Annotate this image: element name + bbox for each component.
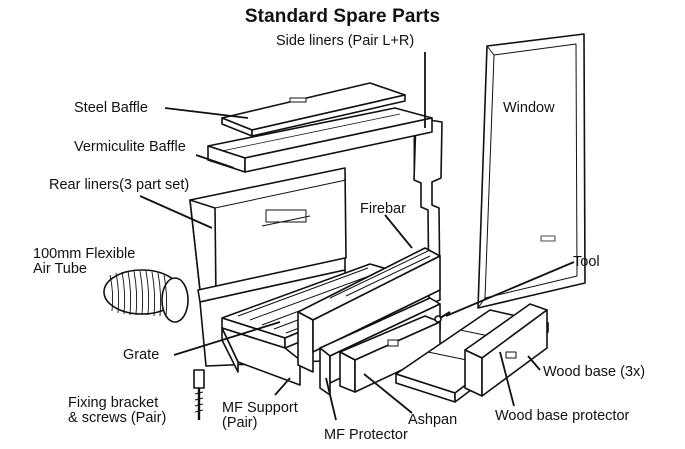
window-part (477, 33, 586, 309)
leader-wood-base (527, 355, 541, 371)
leader-ashpan (363, 373, 413, 414)
wood-base-protector-part (464, 303, 548, 397)
air-tube-part (103, 269, 189, 323)
label-rear-liners: Rear liners(3 part set) (49, 177, 190, 193)
leader-wood-base-protector (499, 351, 515, 407)
label-fixing-line2: & screws (Pair) (68, 410, 167, 426)
tool-part (434, 311, 451, 323)
label-wood-base-protector: Wood base protector (495, 408, 630, 424)
label-mf-support: MF Support (Pair) (222, 401, 298, 431)
label-mf-support-line1: MF Support (222, 400, 298, 416)
leader-mf-protector (325, 377, 337, 421)
label-window: Window (503, 100, 555, 116)
label-ashpan: Ashpan (408, 412, 458, 428)
steel-baffle-part (221, 82, 406, 137)
label-tool: Tool (573, 254, 600, 270)
label-vermiculite-baffle: Vermiculite Baffle (74, 139, 186, 155)
label-mf-protector: MF Protector (324, 427, 408, 443)
label-side-liners: Side liners (Pair L+R) (276, 33, 415, 49)
leader-grate (173, 321, 281, 356)
label-mf-support-line2: (Pair) (222, 415, 258, 431)
leader-steel-baffle (164, 107, 249, 119)
ashpan-part (339, 315, 441, 393)
label-air-tube: 100mm Flexible Air Tube (33, 247, 135, 277)
label-fixing-line1: Fixing bracket (68, 395, 159, 411)
label-grate: Grate (123, 347, 160, 363)
vermiculite-baffle-part (207, 107, 433, 173)
label-wood-base: Wood base (3x) (543, 364, 646, 380)
mf-support-part (221, 327, 301, 386)
page-title: Standard Spare Parts (244, 6, 441, 27)
leader-rear-liners (139, 195, 213, 229)
label-air-tube-line1: 100mm Flexible (33, 246, 136, 262)
label-air-tube-line2: Air Tube (33, 261, 87, 277)
label-firebar: Firebar (360, 201, 406, 217)
leader-vermiculite-baffle (195, 154, 235, 169)
leader-tool (445, 261, 575, 317)
label-steel-baffle: Steel Baffle (74, 100, 148, 116)
leader-firebar (384, 214, 413, 249)
leader-mf-support (274, 377, 291, 396)
label-fixing-bracket: Fixing bracket & screws (Pair) (68, 396, 166, 426)
fixing-bracket-part (193, 369, 205, 420)
firebar-part (297, 247, 441, 373)
leader-lines (139, 52, 575, 421)
